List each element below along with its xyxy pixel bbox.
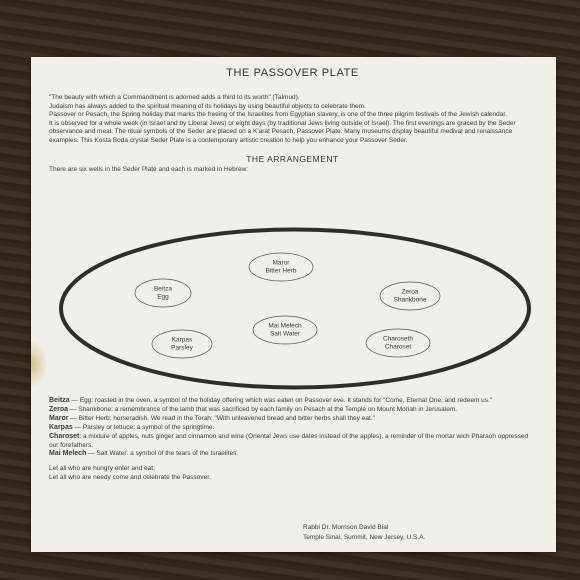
signature-block: Rabbi Dr. Morrison David Bial Temple Sin…	[303, 523, 425, 543]
definition-term: Karpas	[49, 423, 73, 431]
well-zeroa: Zeroa Shankbone	[379, 281, 441, 311]
intro-quote: "The beauty with which a Commandment is …	[49, 94, 300, 101]
definition-item: Mai Melech — Salt Water: a symbol of the…	[49, 450, 536, 459]
definition-item: Charoset: a mixture of apples, nuts ging…	[49, 433, 536, 451]
well-label: Maror	[273, 260, 291, 267]
document-sheet: THE PASSOVER PLATE "The beauty with whic…	[31, 57, 556, 552]
wells-text: There are six wells in the Seder Plate a…	[49, 165, 249, 173]
definition-item: Beitza — Egg: roasted in the oven, a sym…	[49, 397, 536, 406]
plate-outline	[59, 227, 531, 390]
well-karpas: Karpas Parsley	[151, 329, 213, 359]
closing-line: Let all who are hungry enter and eat;	[49, 465, 155, 473]
closing-lines: Let all who are hungry enter and eat; Le…	[49, 465, 536, 483]
well-label: Salt Water	[270, 331, 301, 338]
closing-line: Let all who are needy come and celebrate…	[49, 474, 211, 482]
well-charoseth: Charoseth Charoset	[365, 328, 431, 358]
signature-place: Temple Sinai, Summit, New Jersey, U.S.A.	[303, 534, 426, 541]
definition-text: — Salt Water: a symbol of the tears of t…	[86, 450, 239, 458]
well-label: Beitza	[154, 286, 172, 293]
well-label: Charoseth	[383, 336, 413, 343]
definition-item: Zeroa — Shankbone: a remembrance of the …	[49, 406, 536, 415]
intro-paragraph: It is observed for a whole week (in Isra…	[49, 119, 516, 144]
definition-term: Beitza	[49, 397, 70, 404]
signature-name: Rabbi Dr. Morrison David Bial	[303, 524, 389, 531]
definition-item: Maror — Bitter Herb: horseradish. We rea…	[49, 415, 536, 424]
definition-text: — Parsley or lettuce: a symbol of the sp…	[72, 423, 215, 431]
well-label: Parsley	[171, 345, 193, 352]
well-beitza: Beitza Egg	[134, 278, 192, 308]
definition-term: Maror	[49, 414, 69, 422]
well-label: Zeroa	[402, 289, 419, 296]
definition-text: : a mixture of apples, nuts ginger and c…	[49, 432, 529, 449]
intro-paragraph: Judaism has always added to the spiritua…	[49, 102, 366, 110]
definition-term: Charoset	[49, 432, 80, 440]
definition-term: Zeroa	[49, 405, 69, 413]
well-mai-melech: Mai Melech Salt Water	[252, 315, 318, 345]
well-label: Charoset	[385, 344, 412, 351]
definition-term: Mai Melech	[49, 450, 87, 458]
well-maror: Maror Bitter Herb	[248, 252, 314, 282]
well-label: Egg	[157, 294, 169, 301]
well-label: Bitter Herb	[265, 268, 296, 275]
definition-text: — Bitter Herb: horseradish. We read in t…	[68, 414, 375, 422]
definitions-list: Beitza — Egg: roasted in the oven, a sym…	[49, 397, 536, 483]
definition-text: — Shankbone: a remembrance of the lamb t…	[68, 405, 458, 413]
intro-paragraph: Passover or Pesach, the Spring holiday t…	[49, 111, 507, 119]
well-label: Shankbone	[394, 297, 427, 304]
well-label: Mai Melech	[268, 323, 302, 330]
definition-text: — Egg: roasted in the oven, a symbol of …	[69, 397, 493, 404]
seder-plate-diagram: Maror Bitter Herb Beitza Egg Zeroa Shank…	[59, 227, 531, 390]
water-stain	[31, 342, 47, 386]
definition-item: Karpas — Parsley or lettuce: a symbol of…	[49, 424, 536, 433]
well-label: Karpas	[172, 337, 193, 344]
intro-section: "The beauty with which a Commandment is …	[49, 94, 536, 146]
arrangement-heading: THE ARRANGEMENT	[246, 153, 339, 164]
document-title: THE PASSOVER PLATE	[226, 67, 359, 79]
